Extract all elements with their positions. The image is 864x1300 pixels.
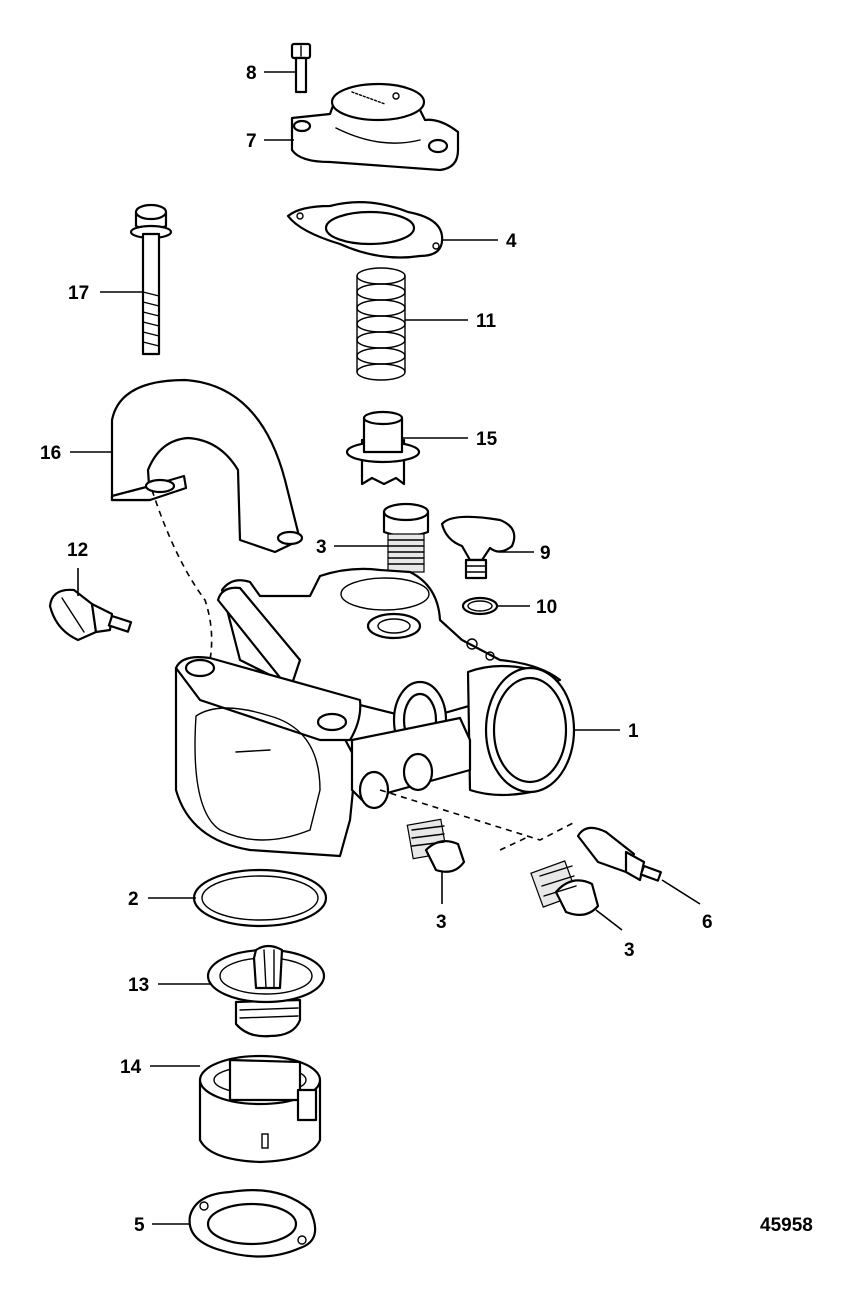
part-1-housing [174, 567, 576, 858]
callout-9: 9 [540, 543, 551, 564]
port-alignment-line [379, 789, 576, 841]
callout-3-middle: 3 [436, 912, 447, 933]
callout-11: 11 [476, 311, 497, 332]
callout-2: 2 [128, 889, 139, 910]
callout-17: 17 [68, 283, 89, 304]
figure-number: 45958 [760, 1215, 813, 1236]
part-17-long-bolt [129, 203, 173, 356]
callout-8: 8 [246, 63, 257, 84]
part-7-cover [290, 82, 460, 172]
part-4-gasket [286, 201, 444, 259]
part-8-bolt [290, 42, 312, 94]
part-9-fitting [440, 515, 516, 580]
callout-1: 1 [628, 721, 639, 742]
part-6-sensor [576, 826, 663, 882]
callout-14: 14 [120, 1057, 142, 1078]
part-5-gasket [188, 1189, 317, 1258]
callout-16: 16 [40, 443, 61, 464]
part-3-plug-top [382, 502, 430, 573]
part-15-piston [345, 410, 421, 486]
part-16-bracket [110, 378, 304, 554]
callout-3-top: 3 [316, 537, 327, 558]
callout-12: 12 [67, 540, 88, 561]
callout-7: 7 [246, 131, 257, 152]
callout-labels: 8 7 4 17 11 15 16 3 9 12 10 1 2 3 3 6 13… [40, 63, 713, 1236]
part-11-spring [356, 267, 406, 381]
callout-5: 5 [134, 1215, 145, 1236]
sensor-alignment-line [499, 835, 531, 851]
callout-10: 10 [536, 597, 557, 618]
callout-13: 13 [128, 975, 149, 996]
part-3-plug-middle [406, 818, 466, 873]
callout-6: 6 [702, 912, 713, 933]
part-3-plug-right [530, 860, 600, 917]
callout-3-right: 3 [624, 940, 635, 961]
bracket-alignment-line [151, 489, 213, 661]
callout-15: 15 [476, 429, 498, 450]
part-2-oring [192, 868, 328, 928]
part-12-sensor [48, 588, 133, 642]
part-13-thermostat [206, 944, 326, 1038]
part-10-oring [461, 596, 499, 616]
leader-lines [70, 71, 701, 1225]
part-14-sleeve [198, 1054, 322, 1164]
callout-4: 4 [506, 231, 517, 252]
